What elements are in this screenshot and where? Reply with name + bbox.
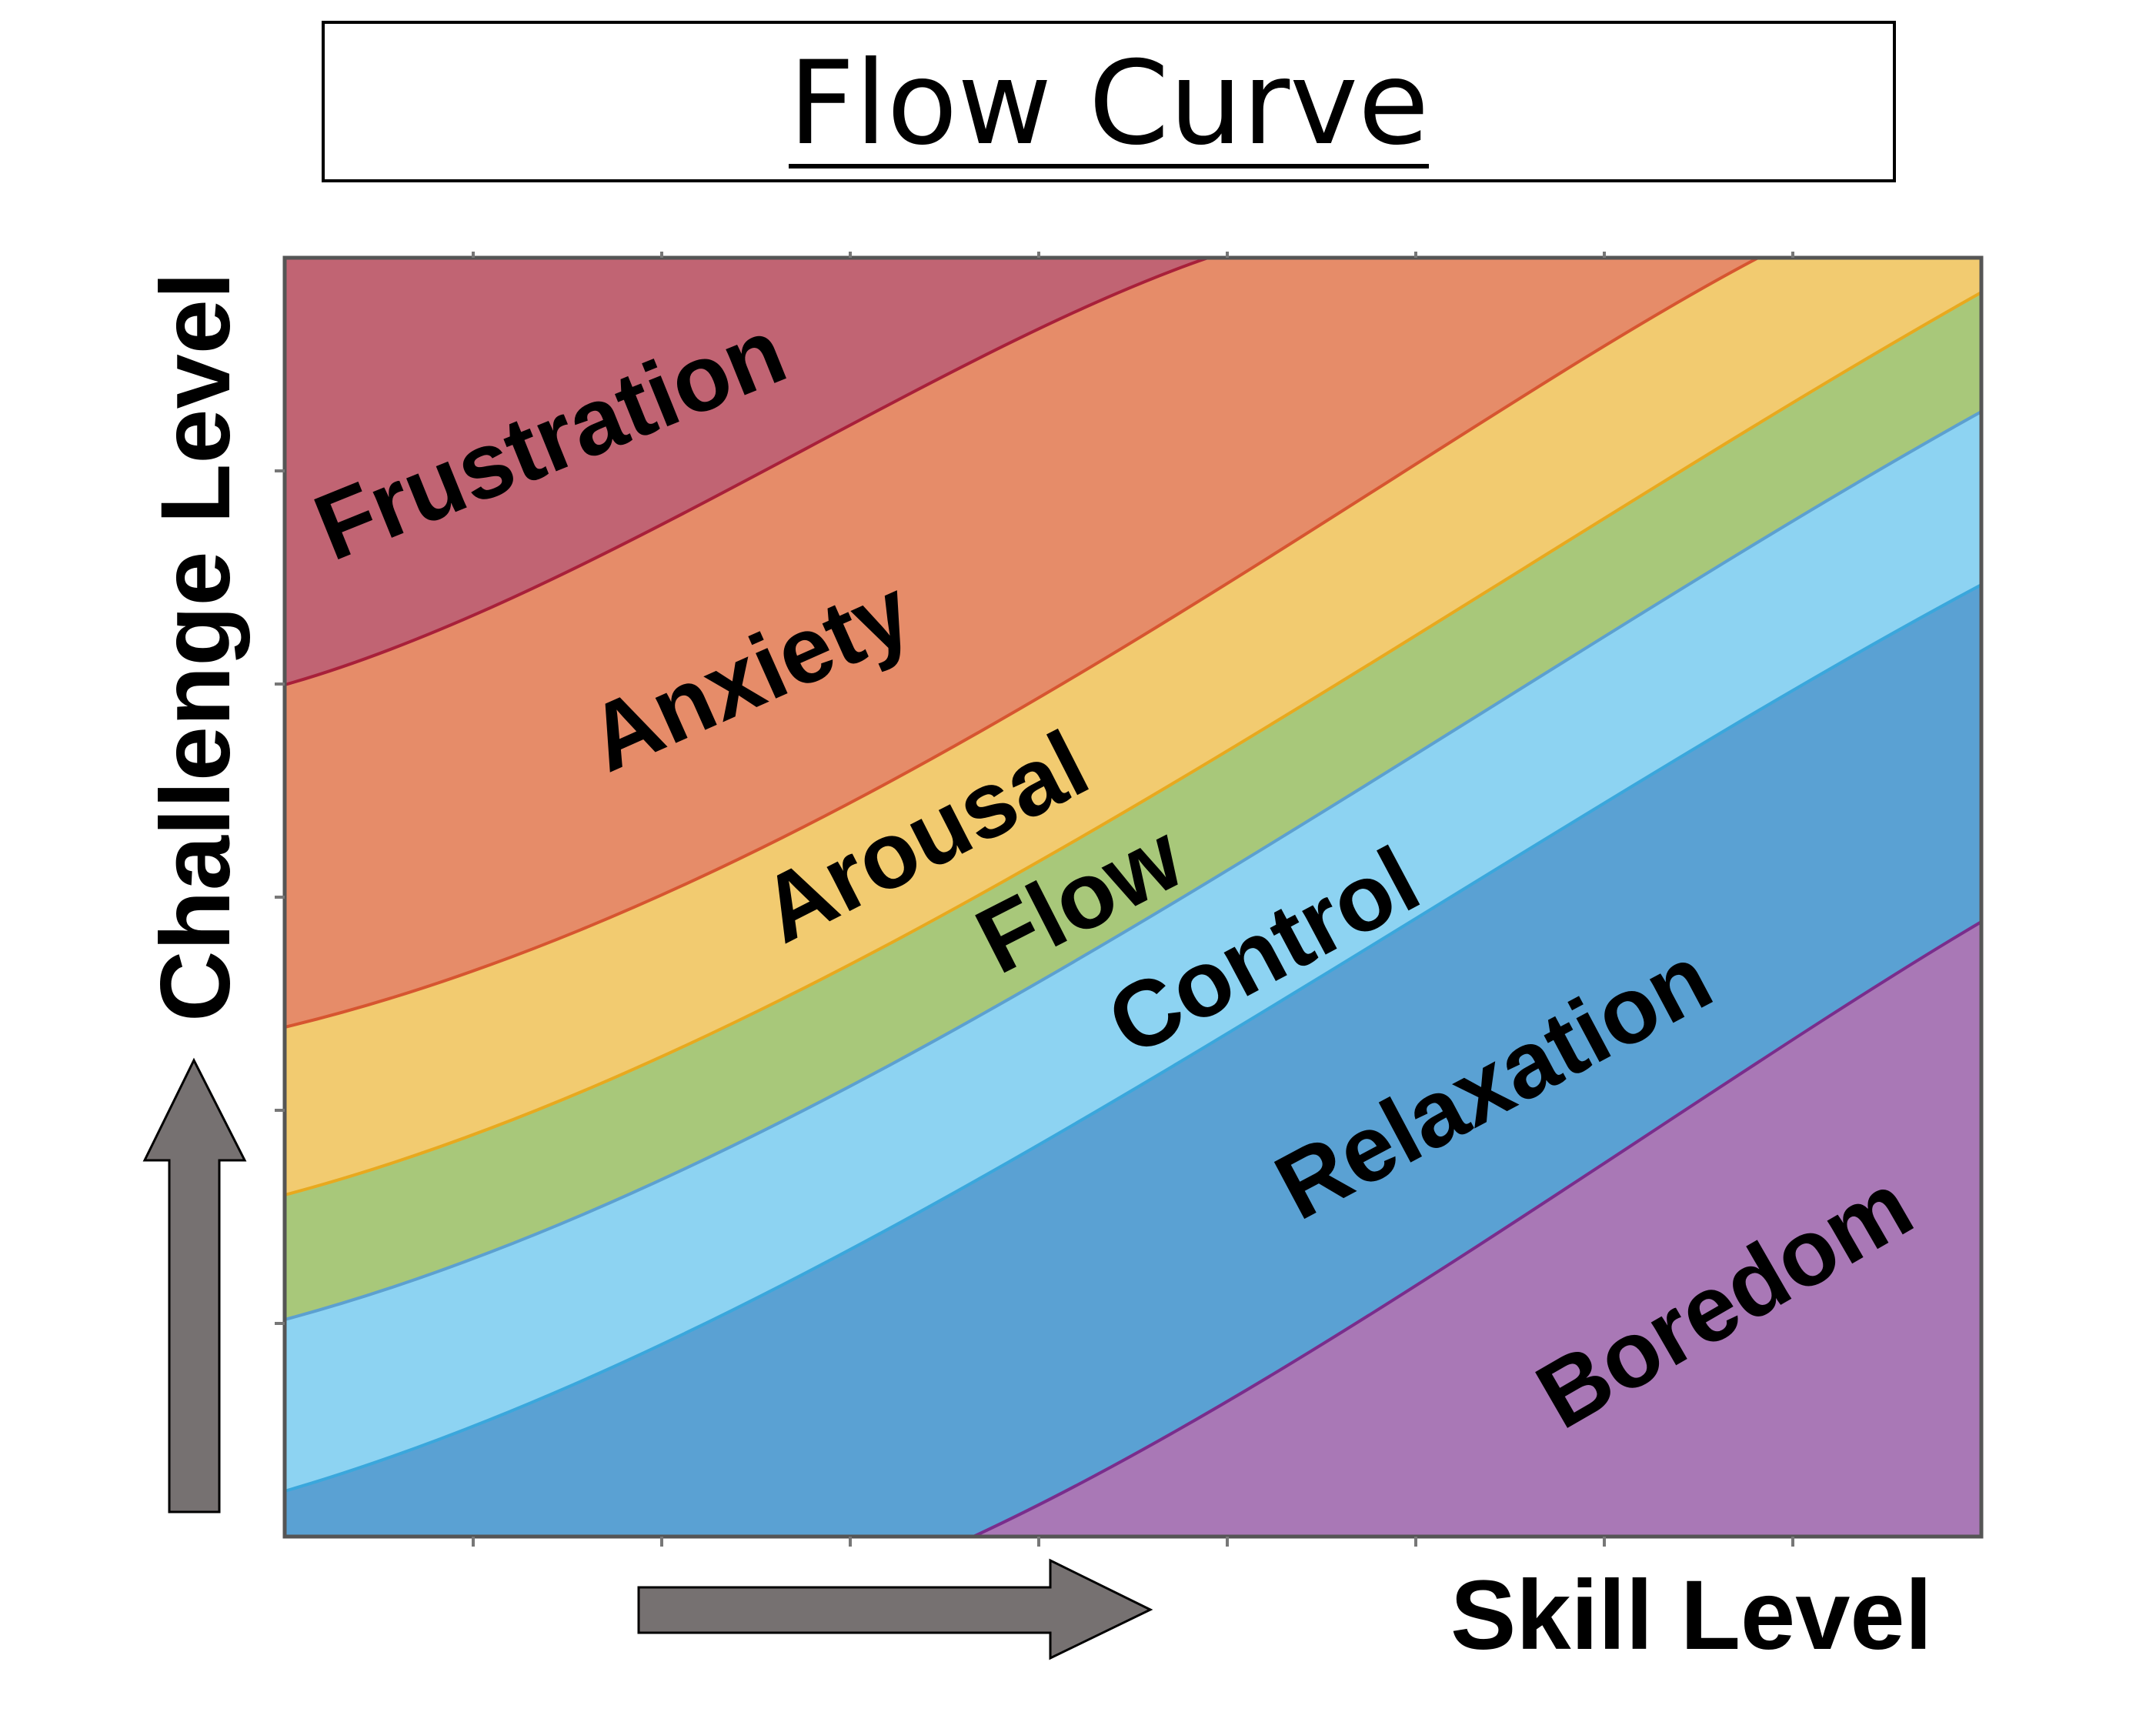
boundary-line-arousal-flow <box>284 291 1982 1196</box>
title-box: Flow Curve <box>322 21 1896 182</box>
zone-control <box>285 412 1981 1491</box>
x-axis-label: Skill Level <box>1450 1560 1932 1670</box>
x-axis-arrow-right-icon <box>637 1558 1153 1660</box>
chart-title-container: Flow Curve <box>325 42 1893 169</box>
y-axis-label: Challenge Level <box>141 272 251 1022</box>
zone-frustration <box>285 258 1208 685</box>
y-axis-arrow-up-icon <box>142 1057 247 1513</box>
boundary-line-frustration-anxiety <box>284 256 1209 686</box>
zone-boredom <box>973 922 1981 1537</box>
boundary-line-flow-control <box>284 410 1982 1321</box>
boundary-line-control-relaxation <box>284 583 1982 1493</box>
chart-title: Flow Curve <box>788 37 1430 171</box>
zone-anxiety <box>285 258 1758 1027</box>
x-axis-ticks <box>472 252 1794 1547</box>
boundary-line-relaxation-boredom <box>973 920 1983 1538</box>
boundary-line-anxiety-arousal <box>284 256 1759 1029</box>
zone-arousal <box>285 258 1981 1195</box>
y-axis-ticks <box>275 469 285 1325</box>
